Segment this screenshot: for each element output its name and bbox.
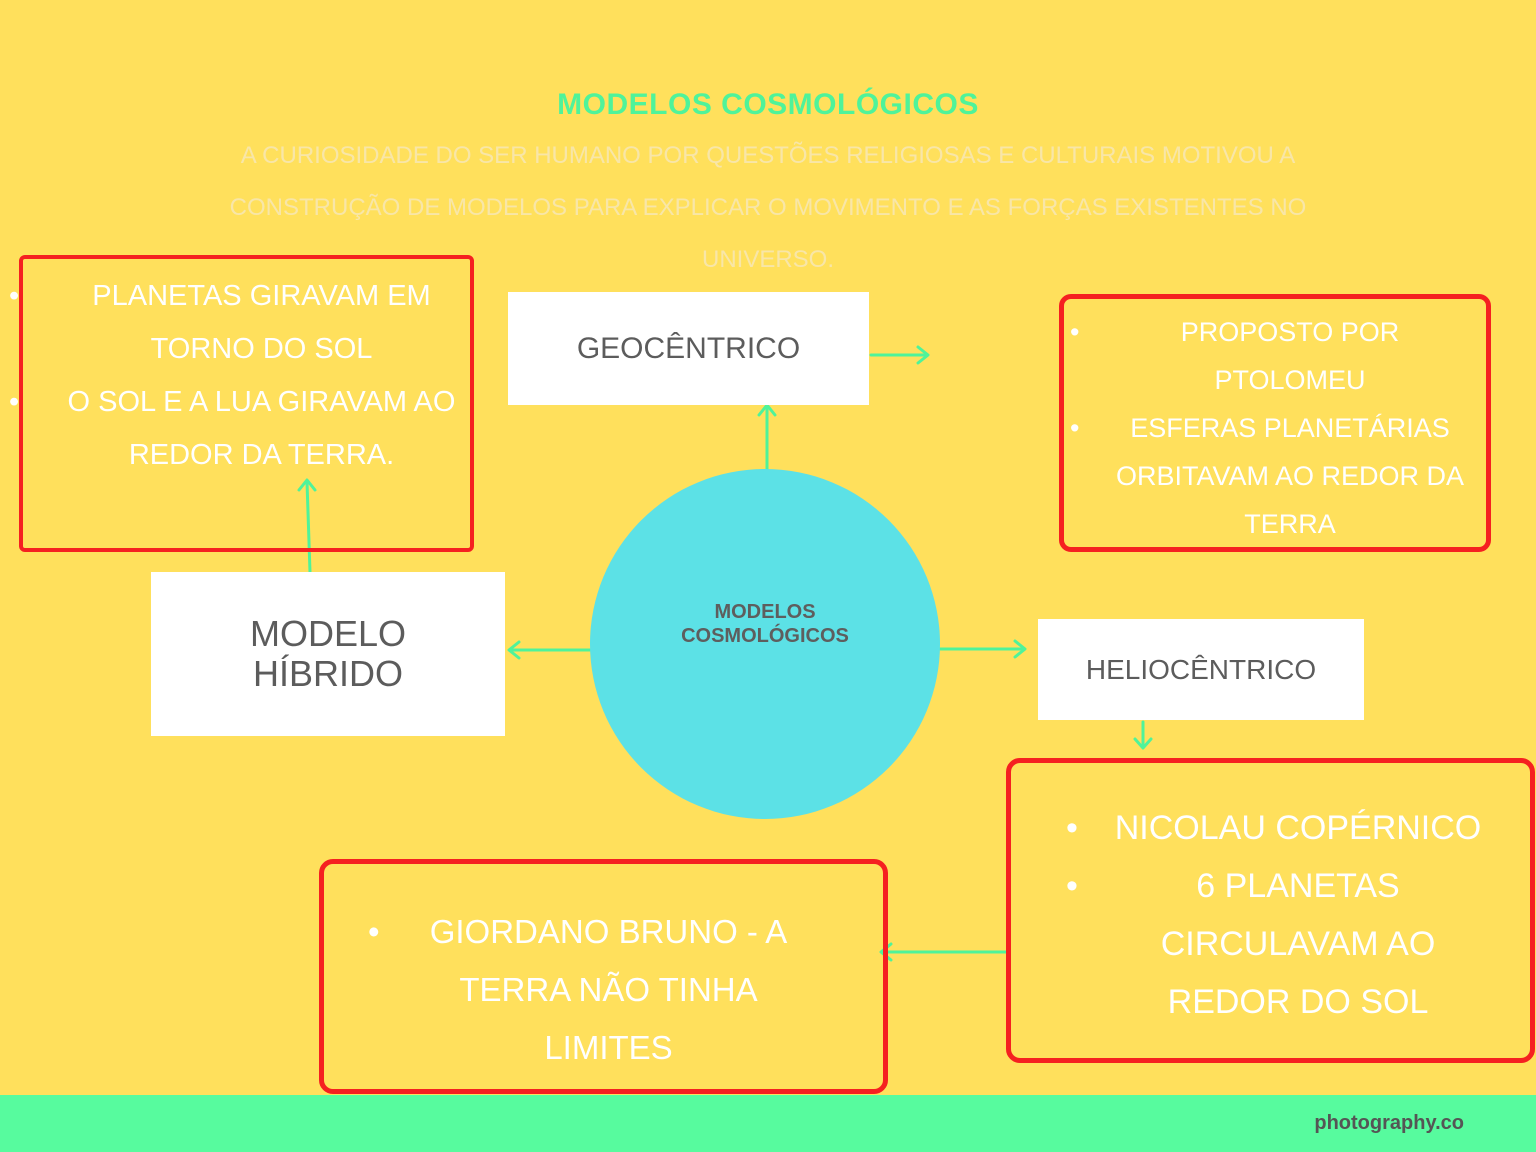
heliocentric-label: HELIOCÊNTRICO — [1085, 653, 1317, 685]
giordano-item: GIORDANO BRUNO - A TERRA NÃO TINHA LIMIT… — [324, 903, 883, 1077]
geocentric-item: PROPOSTO POR PTOLOMEU — [1064, 308, 1486, 404]
geocentric-label: GEOCÊNTRICO — [576, 331, 801, 365]
center-circle — [590, 469, 940, 819]
hybrid-item: PLANETAS GIRAVAM EM TORNO DO SOL — [9, 270, 470, 376]
footer-brand: photography.co — [1314, 1112, 1464, 1134]
geocentric-item: ESFERAS PLANETÁRIAS ORBITAVAM AO REDOR D… — [1064, 404, 1486, 548]
center-label-line2: COSMOLÓGICOS — [681, 625, 849, 647]
hybrid-label-line2: HÍBRIDO — [252, 653, 403, 694]
page-title: MODELOS COSMOLÓGICOS — [557, 88, 979, 121]
hybrid-label-line1: MODELO — [249, 613, 407, 654]
hybrid-details-box: PLANETAS GIRAVAM EM TORNO DO SOL O SOL E… — [9, 255, 474, 552]
heliocentric-box: HELIOCÊNTRICO — [1038, 619, 1364, 720]
center-label: MODELOS COSMOLÓGICOS — [620, 600, 910, 648]
heliocentric-item: NICOLAU COPÉRNICO — [1011, 799, 1530, 857]
geocentric-details-box: PROPOSTO POR PTOLOMEU ESFERAS PLANETÁRIA… — [1059, 294, 1491, 552]
heliocentric-item: 6 PLANETAS CIRCULAVAM AO REDOR DO SOL — [1011, 857, 1530, 1031]
footer-bar — [0, 1095, 1536, 1152]
hybrid-box: MODELO HÍBRIDO — [151, 572, 505, 736]
hybrid-item: O SOL E A LUA GIRAVAM AO REDOR DA TERRA. — [9, 376, 470, 482]
center-label-line1: MODELOS — [714, 601, 816, 623]
heliocentric-details-box: NICOLAU COPÉRNICO 6 PLANETAS CIRCULAVAM … — [1006, 758, 1535, 1063]
geocentric-box: GEOCÊNTRICO — [508, 292, 869, 405]
giordano-box: GIORDANO BRUNO - A TERRA NÃO TINHA LIMIT… — [319, 859, 888, 1094]
page-subtitle: A CURIOSIDADE DO SER HUMANO POR QUESTÕES… — [229, 142, 1307, 273]
